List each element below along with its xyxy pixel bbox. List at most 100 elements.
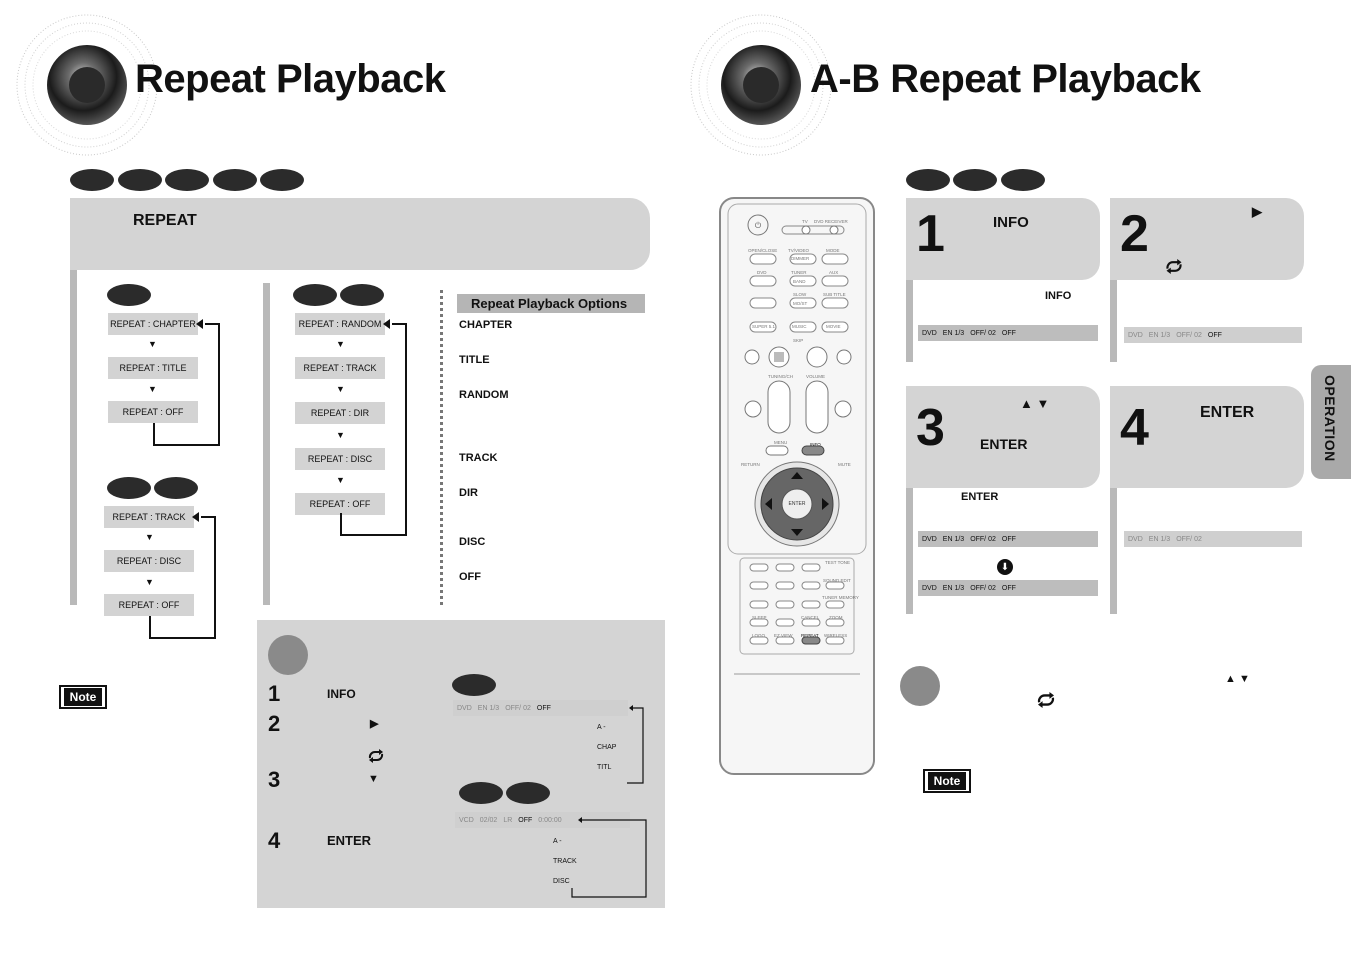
repeat-title-box: REPEAT : TITLE <box>108 357 198 379</box>
option-off: OFF <box>459 571 481 583</box>
dotted-divider <box>440 290 443 605</box>
operation-tab[interactable]: OPERATION <box>1311 365 1351 479</box>
option-dir: DIR <box>459 487 478 499</box>
step-sub: ENTER <box>961 491 999 503</box>
loop-arrow-icon <box>153 319 220 446</box>
remote-label-repeat: REPEAT <box>801 633 819 638</box>
down-arrow-icon: ▼ <box>368 773 379 785</box>
step-number: 1 <box>916 205 945 263</box>
step2-panel <box>1110 198 1304 280</box>
vcd-disc-icon <box>1001 169 1045 191</box>
down-arrow-icon: ▼ <box>336 475 345 485</box>
tip-circle-icon <box>268 635 308 675</box>
step-text: ENTER <box>1200 404 1255 421</box>
step-text: ENTER <box>327 833 372 848</box>
remote-label-zoom: ZOOM <box>829 615 843 620</box>
repeat-header-label: REPEAT <box>133 212 197 229</box>
disc-type-icon <box>213 169 257 191</box>
column-bar <box>906 488 913 614</box>
remote-label-sound-edit: SOUND EDIT <box>823 578 851 583</box>
remote-label-slow: SLOW <box>793 292 807 297</box>
remote-label-super51: SUPER 5.1 <box>752 324 776 329</box>
down-arrow-icon: ▼ <box>336 384 345 394</box>
down-arrow-icon: ▼ <box>336 430 345 440</box>
column-bar <box>1110 280 1117 362</box>
column-bar <box>906 280 913 362</box>
note-badge: Note <box>59 685 107 709</box>
remote-label-open-close: OPEN/CLOSE <box>748 248 778 253</box>
right-arrow-icon: ▶ <box>370 718 379 730</box>
step-sub: INFO <box>1045 290 1072 302</box>
options-title: Repeat Playback Options <box>457 294 645 313</box>
vcd-repeat-menu: A - TRACK DISC <box>553 838 577 885</box>
up-down-arrows-icon: ▲ ▼ <box>1225 673 1250 685</box>
remote-label-dvd: DVD <box>757 270 767 275</box>
remote-label-music: MUSIC <box>792 324 807 329</box>
page-title: Repeat Playback <box>135 57 446 101</box>
option-title: TITLE <box>459 354 490 366</box>
page-title: A-B Repeat Playback <box>810 57 1201 101</box>
dvd-disc-icon <box>452 674 496 696</box>
step-number: 4 <box>1120 399 1149 457</box>
remote-label-volume: VOLUME <box>806 374 826 379</box>
repeat-track-box: REPEAT : TRACK <box>295 357 385 379</box>
step1-panel <box>906 198 1100 280</box>
down-arrow-icon: ▼ <box>145 532 154 542</box>
step-number: 3 <box>916 399 945 457</box>
option-chapter: CHAPTER <box>459 319 513 331</box>
cd-disc-icon <box>459 782 503 804</box>
disc-type-icon <box>165 169 209 191</box>
disc-type-icon <box>118 169 162 191</box>
menu-bracket <box>571 817 647 898</box>
step-number: 2 <box>268 711 281 736</box>
note-badge: Note <box>923 769 971 793</box>
remote-label-mo-st: MO/ST <box>793 301 808 306</box>
repeat-header-panel <box>70 198 650 270</box>
down-arrow-icon: ▼ <box>336 339 345 349</box>
remote-label-cancel: CANCEL <box>801 615 820 620</box>
cd-disc-icon <box>107 477 151 499</box>
svg-text:⏻: ⏻ <box>755 221 762 230</box>
down-arrow-circle-icon: ⬇ <box>997 559 1013 575</box>
remote-label-tuning-ch: TUNING/CH <box>768 374 793 379</box>
remote-label-menu: MENU <box>774 440 788 445</box>
option-track: TRACK <box>459 452 498 464</box>
step-number: 1 <box>268 681 281 706</box>
dvd-repeat-menu: A - CHAP TITL <box>597 724 617 771</box>
down-arrow-icon: ▼ <box>145 577 154 587</box>
remote-label-subtitle: SUB TITLE <box>823 292 846 297</box>
tip-circle-icon <box>900 666 940 706</box>
dvd-disc-icon <box>906 169 950 191</box>
step3-panel <box>906 386 1100 488</box>
remote-label-dvd-receiver: DVD RECEIVER <box>814 219 848 224</box>
vcd-disc-icon <box>506 782 550 804</box>
disc-type-icon <box>260 169 304 191</box>
repeat-dir-box: REPEAT : DIR <box>295 402 385 424</box>
dvd-disc-icon <box>107 284 151 306</box>
remote-label-info: INFO <box>810 442 821 447</box>
remote-label-test-tone: TEST TONE <box>825 560 851 565</box>
loop-arrow-icon <box>149 512 216 639</box>
repeat-icon <box>368 749 384 763</box>
right-arrow-icon: ▶ <box>1252 204 1262 219</box>
option-disc: DISC <box>459 536 486 548</box>
steps-panel <box>257 620 665 908</box>
repeat-chapter-box: REPEAT : CHAPTER <box>108 313 198 335</box>
option-random: RANDOM <box>459 389 509 401</box>
step-text: INFO <box>327 687 356 701</box>
step-number: 4 <box>268 828 281 853</box>
jpeg-disc-icon <box>340 284 384 306</box>
column-bar <box>263 283 270 605</box>
repeat-icon <box>1037 692 1055 708</box>
repeat-random-box: REPEAT : RANDOM <box>295 313 385 335</box>
loop-arrow-icon <box>340 319 407 536</box>
down-arrow-icon: ▼ <box>148 384 157 394</box>
repeat-off-box: REPEAT : OFF <box>295 493 385 515</box>
remote-label-sleep: SLEEP <box>752 615 767 620</box>
mp3-disc-icon <box>154 477 198 499</box>
down-arrow-icon: ▼ <box>148 339 157 349</box>
